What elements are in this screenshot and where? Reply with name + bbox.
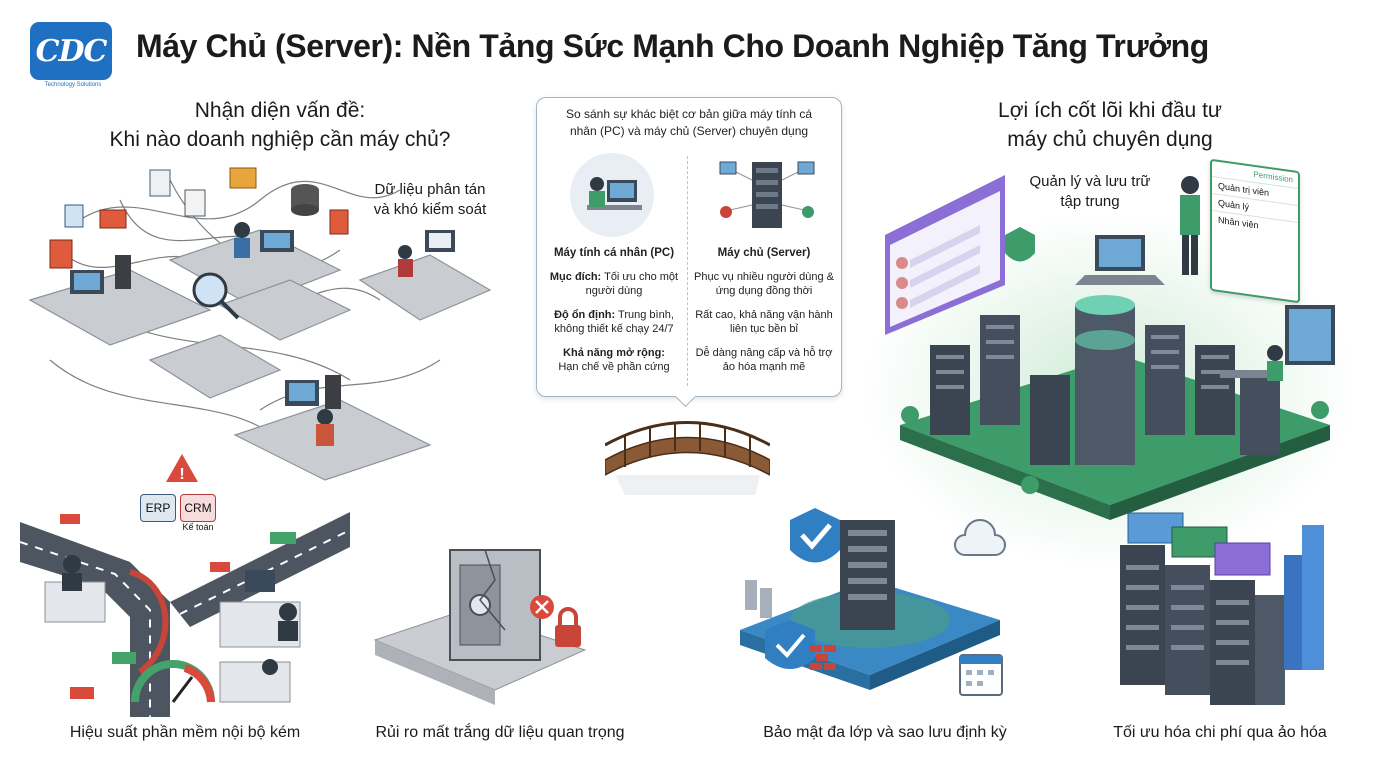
problem-heading-line2: Khi nào doanh nghiệp cần máy chủ? xyxy=(109,128,451,151)
comparison-card: So sánh sự khác biệt cơ bản giữa máy tín… xyxy=(536,97,842,397)
server-column: Máy chủ (Server) Phục vụ nhiều người dùn… xyxy=(693,246,835,384)
pc-stability-label: Độ ổn định: xyxy=(554,309,616,321)
bridge-illustration xyxy=(605,421,770,495)
permission-panel: Permission Quản trị viên Quản lý Nhân vi… xyxy=(1210,158,1300,304)
pc-column: Máy tính cá nhân (PC) Mục đích: Tối ưu c… xyxy=(543,246,685,384)
pc-user-icon xyxy=(570,153,654,237)
crm-tag: CRM xyxy=(180,494,216,522)
benefits-heading: Lợi ích cốt lõi khi đầu tư máy chủ chuyê… xyxy=(960,96,1260,154)
scattered-data-label-line2: và khó kiểm soát xyxy=(373,201,487,218)
erp-tag: ERP xyxy=(140,494,176,522)
central-storage-label: Quản lý và lưu trữ tập trung xyxy=(1020,172,1160,212)
scattered-data-label: Dữ liệu phân tán và khó kiểm soát xyxy=(360,180,500,220)
data-center-illustration xyxy=(885,175,1335,520)
security-backup-illustration xyxy=(740,508,1006,696)
pc-stability-text: Trung bình, không thiết kế chạy 24/7 xyxy=(554,309,674,335)
pc-scale-text: Hạn chế về phần cứng xyxy=(558,361,670,373)
problem-heading-line1: Nhận diện vấn đề: xyxy=(194,99,366,122)
comparison-heading: So sánh sự khác biệt cơ bản giữa máy tín… xyxy=(543,106,835,140)
pc-purpose-label: Mục đích: xyxy=(549,271,602,283)
pc-scale-label: Khả năng mở rộng: xyxy=(563,347,665,359)
server-column-title: Máy chủ (Server) xyxy=(717,247,811,259)
virtualization-illustration xyxy=(1120,512,1324,705)
performance-illustration: ! xyxy=(20,454,350,717)
svg-text:!: ! xyxy=(179,466,184,483)
page-title: Máy Chủ (Server): Nền Tảng Sức Mạnh Cho … xyxy=(136,28,1209,64)
accounting-tag: Kế toán xyxy=(182,522,214,532)
benefits-heading-line2: máy chủ chuyên dụng xyxy=(1007,128,1213,151)
caption-security: Bảo mật đa lớp và sao lưu định kỳ xyxy=(763,724,1007,741)
server-stability-text: Rất cao, khả năng vận hành liên tục bền … xyxy=(695,309,833,335)
pc-purpose-text: Tối ưu cho một người dùng xyxy=(585,271,679,297)
caption-performance: Hiệu suất phần mềm nội bộ kém xyxy=(69,724,301,741)
comparison-heading-line2: nhân (PC) và máy chủ (Server) chuyên dụn… xyxy=(569,124,809,138)
pc-column-title: Máy tính cá nhân (PC) xyxy=(553,247,675,259)
central-storage-label-line1: Quản lý và lưu trữ xyxy=(1029,173,1151,190)
server-scale-text: Dễ dàng nâng cấp và hỗ trợ ảo hóa mạnh m… xyxy=(695,347,833,373)
central-storage-label-line2: tập trung xyxy=(1060,193,1120,210)
caption-cost: Tối ưu hóa chi phí qua ảo hóa xyxy=(1113,724,1327,741)
benefits-heading-line1: Lợi ích cốt lõi khi đầu tư xyxy=(998,99,1222,122)
caption-data-risk: Rủi ro mất trắng dữ liệu quan trọng xyxy=(375,724,625,741)
logo-tagline: Technology Solutions xyxy=(44,82,102,88)
comparison-heading-line1: So sánh sự khác biệt cơ bản giữa máy tín… xyxy=(565,107,813,121)
scattered-data-label-line1: Dữ liệu phân tán xyxy=(374,181,486,198)
server-purpose-text: Phục vụ nhiều người dùng & ứng dụng đồng… xyxy=(694,271,834,297)
problem-heading: Nhận diện vấn đề: Khi nào doanh nghiệp c… xyxy=(90,96,470,154)
comparison-divider xyxy=(687,156,688,386)
company-logo: CDC xyxy=(30,22,112,80)
logo-text: CDC xyxy=(35,33,108,69)
scattered-offices-illustration xyxy=(28,167,492,481)
broken-safe-illustration xyxy=(373,549,587,705)
server-network-icon xyxy=(719,161,815,228)
